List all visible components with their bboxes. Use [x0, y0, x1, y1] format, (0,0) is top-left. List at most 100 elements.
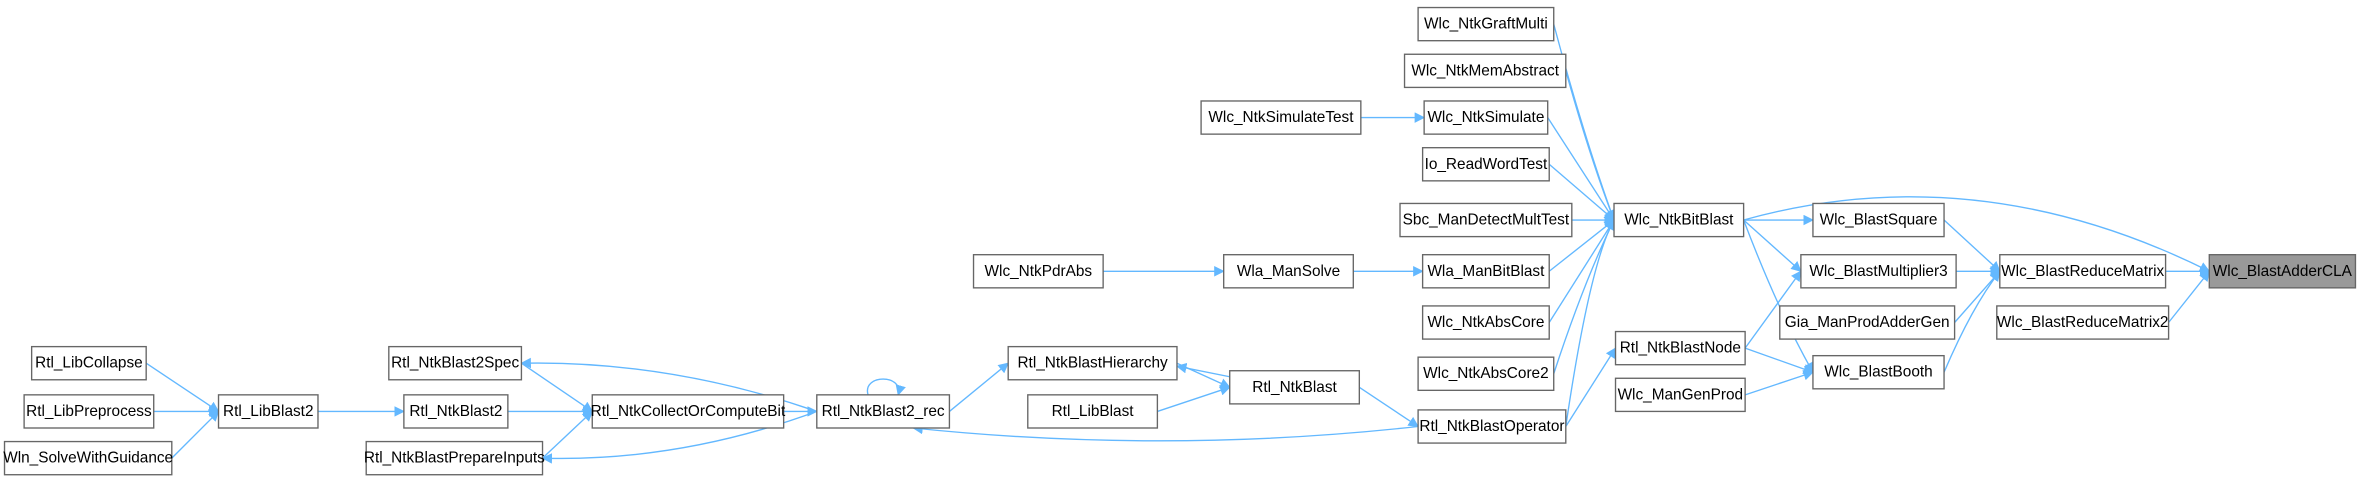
node-ioread[interactable]: Io_ReadWordTest — [1421, 147, 1550, 182]
node-square[interactable]: Wlc_BlastSquare — [1812, 202, 1945, 238]
node-label: Wlc_ManGenProd — [1618, 386, 1744, 403]
node-label: Wlc_NtkPdrAbs — [985, 263, 1093, 280]
node-box — [1200, 100, 1362, 135]
node-addercla[interactable]: Wlc_BlastAdderCLA — [2208, 254, 2357, 289]
edge-blastnode-to-mult3 — [1744, 270, 1802, 349]
node-wlnsolve[interactable]: Wln_SolveWithGuidance — [3, 440, 173, 476]
node-label: Rtl_NtkBlast2_rec — [822, 403, 945, 420]
edge-wlnsolve-to-libblast2 — [171, 410, 220, 459]
node-memabstract[interactable]: Wlc_NtkMemAbstract — [1403, 53, 1567, 89]
node-box — [1399, 202, 1573, 238]
node-reduce2[interactable]: Wlc_BlastReduceMatrix2 — [1996, 305, 2170, 340]
node-label: Rtl_NtkBlastOperator — [1419, 418, 1564, 435]
node-label: Wlc_NtkSimulateTest — [1208, 109, 1354, 126]
node-mansolve[interactable]: Wla_ManSolve — [1223, 254, 1354, 289]
node-simtest[interactable]: Wlc_NtkSimulateTest — [1200, 100, 1362, 135]
edge-rec-self-loop — [866, 378, 906, 396]
node-label: Rtl_LibCollapse — [35, 355, 143, 372]
node-abscore2[interactable]: Wlc_NtkAbsCore2 — [1417, 356, 1555, 392]
node-simulate[interactable]: Wlc_NtkSimulate — [1423, 100, 1549, 135]
edges — [145, 23, 2211, 464]
node-spec[interactable]: Rtl_NtkBlast2Spec — [388, 345, 523, 381]
node-label: Wlc_NtkSimulate — [1427, 109, 1544, 126]
node-box — [1417, 6, 1555, 42]
node-libblast[interactable]: Rtl_LibBlast — [1027, 394, 1159, 429]
edge-memabstract-to-bitblast — [1565, 70, 1616, 222]
node-ntkblast[interactable]: Rtl_NtkBlast — [1229, 370, 1361, 405]
node-bitblast[interactable]: Wlc_NtkBitBlast — [1613, 202, 1745, 238]
edge-abscore2-to-bitblast — [1553, 219, 1615, 374]
node-pdrabs[interactable]: Wlc_NtkPdrAbs — [972, 254, 1104, 289]
node-label: Wla_ManBitBlast — [1427, 263, 1545, 280]
node-label: Gia_ManProdAdderGen — [1785, 314, 1950, 331]
node-box — [403, 394, 509, 429]
node-label: Rtl_LibBlast — [1052, 403, 1135, 420]
node-box — [1999, 254, 2167, 289]
node-box — [1423, 100, 1549, 135]
node-graftmulti[interactable]: Wlc_NtkGraftMulti — [1417, 6, 1555, 42]
node-label: Wlc_BlastAdderCLA — [2213, 263, 2353, 280]
node-label: Wlc_BlastReduceMatrix2 — [1997, 314, 2169, 331]
node-label: Sbc_ManDetectMultTest — [1403, 212, 1570, 229]
edge-operator-to-rec — [912, 423, 1419, 442]
node-box — [1614, 377, 1746, 413]
node-box — [1779, 305, 1956, 340]
node-libpreprocess[interactable]: Rtl_LibPreprocess — [23, 394, 155, 429]
edge-bitblast-to-addercla — [1743, 196, 2211, 272]
edge-ntkblast-to-operator — [1358, 386, 1419, 428]
edge-manbitblast-to-bitblast — [1548, 219, 1615, 272]
node-mangenprod[interactable]: Wlc_ManGenProd — [1614, 377, 1746, 413]
node-label: Rtl_NtkBlast2Spec — [391, 355, 519, 372]
edge-mangenprod-to-booth — [1744, 370, 1814, 396]
node-giaprod[interactable]: Gia_ManProdAdderGen — [1779, 305, 1956, 340]
node-box — [1421, 254, 1550, 289]
node-abscore[interactable]: Wlc_NtkAbsCore — [1421, 305, 1550, 340]
edge-abscore-to-bitblast — [1548, 219, 1615, 323]
edge-hierarchy-to-ntkblast — [1176, 362, 1231, 389]
node-label: Io_ReadWordTest — [1425, 156, 1548, 173]
node-box — [1007, 345, 1178, 381]
node-box — [1613, 202, 1745, 238]
node-label: Wlc_BlastMultiplier3 — [1809, 263, 1947, 280]
node-hierarchy[interactable]: Rtl_NtkBlastHierarchy — [1007, 345, 1178, 381]
edge-graftmulti-to-bitblast — [1553, 23, 1616, 222]
node-prepare[interactable]: Rtl_NtkBlastPrepareInputs — [364, 440, 545, 476]
node-box — [30, 345, 147, 381]
node-manbitblast[interactable]: Wla_ManBitBlast — [1421, 254, 1550, 289]
node-libblast2[interactable]: Rtl_LibBlast2 — [217, 394, 319, 429]
node-label: Wlc_BlastSquare — [1820, 212, 1938, 229]
nodes: Wlc_NtkGraftMultiWlc_NtkMemAbstractWlc_N… — [3, 6, 2357, 476]
node-label: Wln_SolveWithGuidance — [3, 450, 173, 467]
node-collect[interactable]: Rtl_NtkCollectOrComputeBit — [591, 394, 786, 429]
node-label: Wlc_NtkAbsCore — [1427, 314, 1544, 331]
edge-blastnode-to-booth — [1744, 347, 1814, 375]
edge-libcollapse-to-libblast2 — [145, 362, 220, 413]
node-label: Wlc_NtkMemAbstract — [1411, 62, 1559, 79]
edge-bitblast-to-booth — [1742, 219, 1814, 374]
node-reduce[interactable]: Wlc_BlastReduceMatrix — [1999, 254, 2167, 289]
node-libcollapse[interactable]: Rtl_LibCollapse — [30, 345, 147, 381]
edge-reduce2-to-addercla — [2168, 270, 2210, 323]
node-box — [2208, 254, 2357, 289]
node-sbc[interactable]: Sbc_ManDetectMultTest — [1399, 202, 1573, 238]
node-label: Rtl_NtkBlast2 — [409, 403, 502, 420]
node-box — [1421, 305, 1550, 340]
node-label: Rtl_LibPreprocess — [26, 403, 152, 420]
node-label: Wlc_NtkAbsCore2 — [1423, 365, 1548, 382]
edge-giaprod-to-reduce — [1954, 270, 2001, 323]
node-label: Rtl_LibBlast2 — [223, 403, 314, 420]
node-box — [1417, 409, 1567, 444]
node-box — [1800, 254, 1957, 289]
node-label: Wlc_BlastBooth — [1824, 364, 1932, 381]
node-box — [816, 394, 951, 429]
node-mult3[interactable]: Wlc_BlastMultiplier3 — [1800, 254, 1957, 289]
node-blastnode[interactable]: Rtl_NtkBlastNode — [1614, 330, 1746, 366]
node-box — [591, 394, 785, 429]
node-rec[interactable]: Rtl_NtkBlast2_rec — [816, 394, 951, 429]
node-box — [365, 440, 544, 476]
node-box — [388, 345, 523, 381]
node-booth[interactable]: Wlc_BlastBooth — [1812, 354, 1945, 390]
node-box — [1614, 330, 1746, 366]
node-operator[interactable]: Rtl_NtkBlastOperator — [1417, 409, 1567, 444]
node-ntkblast2[interactable]: Rtl_NtkBlast2 — [403, 394, 509, 429]
